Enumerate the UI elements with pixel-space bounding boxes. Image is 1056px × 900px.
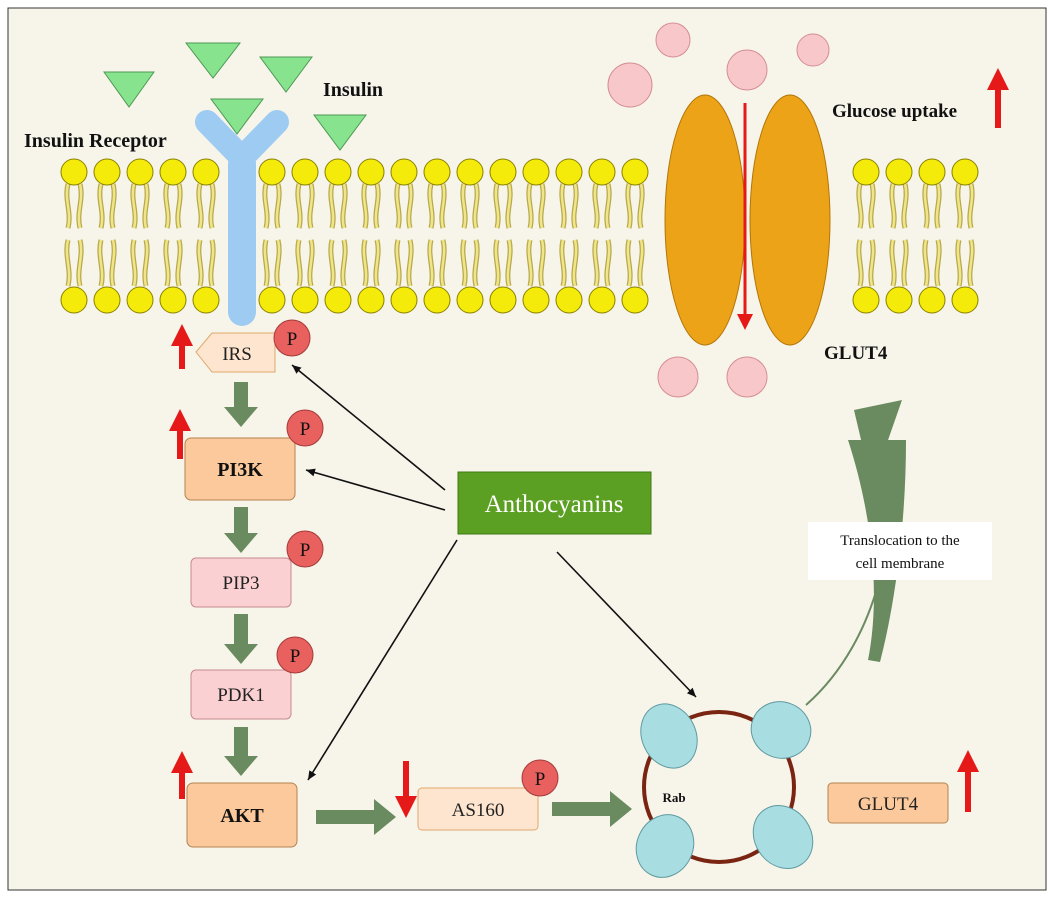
- insulin-molecule: [313, 114, 367, 151]
- pathway-arrows: [224, 382, 632, 835]
- pi3k-phospho: P: [286, 409, 324, 447]
- arrow-pi3k-to-pip3: [224, 507, 258, 553]
- glucose-molecule: [796, 33, 830, 67]
- glut4-vesicle-node: GLUT4: [827, 782, 949, 824]
- irs-up-arrow: [171, 324, 193, 369]
- phospholipid: [588, 158, 616, 314]
- insulin-receptor: [195, 110, 289, 326]
- phospholipid: [555, 158, 583, 314]
- pdk1-label: PDK1: [217, 685, 265, 706]
- pi3k-up-arrow: [169, 409, 191, 459]
- phospholipid: [489, 158, 517, 314]
- glucose-uptake-up-arrow: [987, 68, 1009, 128]
- phospholipid: [390, 158, 418, 314]
- phospholipid: [192, 158, 220, 314]
- anthocyanins-node: Anthocyanins: [457, 471, 652, 535]
- pip3-label: PIP3: [223, 573, 260, 594]
- phospholipid: [456, 158, 484, 314]
- phospholipid: [291, 158, 319, 314]
- rab-vesicle: Rab: [635, 701, 814, 878]
- irs-phospho-label: P: [287, 329, 298, 350]
- phospholipid: [324, 158, 352, 314]
- as160-phospho: P: [521, 759, 559, 797]
- pip3-phospho-label: P: [300, 540, 311, 561]
- phospholipid: [522, 158, 550, 314]
- glut4-channel: [664, 94, 831, 346]
- phospholipid: [159, 158, 187, 314]
- insulin-molecule: [184, 42, 242, 79]
- pi3k-node: PI3K: [184, 437, 296, 501]
- arrow-to-rab: [556, 551, 697, 698]
- insulin-molecules: [103, 42, 367, 151]
- arrow-pdk1-to-akt: [224, 727, 258, 776]
- insulin-molecule: [259, 56, 313, 93]
- translocation-label-box: [808, 522, 992, 580]
- arrow-pip3-to-pdk1: [224, 614, 258, 664]
- cell-membrane: [60, 158, 979, 314]
- glut4-vesicle-label: GLUT4: [858, 794, 919, 815]
- as160-label: AS160: [452, 800, 505, 821]
- insulin-receptor-label: Insulin Receptor: [24, 130, 167, 152]
- insulin-label: Insulin: [323, 79, 383, 101]
- arrow-as160-to-rab: [552, 791, 632, 827]
- glucose-molecule: [657, 356, 699, 398]
- glucose-uptake-label: Glucose uptake: [832, 101, 957, 122]
- phospholipid: [951, 158, 979, 314]
- pip3-node: PIP3: [190, 557, 292, 608]
- phospholipid: [852, 158, 880, 314]
- insulin-molecule: [103, 71, 155, 108]
- pip3-phospho: P: [286, 530, 324, 568]
- irs-node: IRS: [195, 332, 276, 373]
- akt-up-arrow: [171, 751, 193, 799]
- irs-label: IRS: [222, 344, 252, 365]
- anthocyanin-effect-arrows: [291, 364, 697, 781]
- phospholipid: [357, 158, 385, 314]
- phospholipid: [60, 158, 88, 314]
- translocation-label-line2: cell membrane: [856, 556, 945, 572]
- anthocyanins-label: Anthocyanins: [485, 491, 624, 518]
- irs-phospho: P: [273, 319, 311, 357]
- glut4-vesicle-up-arrow: [957, 750, 979, 812]
- arrow-akt-to-as160: [316, 799, 396, 835]
- glut4-membrane-label: GLUT4: [824, 343, 888, 364]
- vesicle-protein: [750, 701, 812, 759]
- arrow-to-irs: [291, 364, 446, 491]
- pi3k-label: PI3K: [217, 459, 263, 481]
- phospholipid: [423, 158, 451, 314]
- arrow-irs-to-pi3k: [224, 382, 258, 427]
- pdk1-node: PDK1: [190, 669, 292, 720]
- insulin-molecule: [210, 98, 264, 135]
- phospholipid: [885, 158, 913, 314]
- rab-label: Rab: [662, 790, 685, 805]
- glucose-molecules: [607, 22, 830, 398]
- arrow-to-akt: [307, 539, 458, 781]
- phospholipid: [93, 158, 121, 314]
- glucose-molecule: [726, 49, 768, 91]
- vesicle-protein: [752, 805, 814, 869]
- pdk1-phospho: P: [276, 636, 314, 674]
- arrow-to-pi3k: [305, 468, 446, 511]
- vesicle-protein: [640, 703, 698, 769]
- akt-label: AKT: [220, 805, 264, 827]
- phospholipid: [621, 158, 649, 314]
- as160-node: AS160: [417, 787, 539, 831]
- glucose-molecule: [607, 62, 653, 108]
- glucose-molecule: [655, 22, 691, 58]
- vesicle-protein: [635, 814, 695, 878]
- pdk1-phospho-label: P: [290, 646, 301, 667]
- as160-down-arrow: [395, 761, 417, 818]
- as160-phospho-label: P: [535, 769, 546, 790]
- phospholipid: [126, 158, 154, 314]
- phospholipid: [918, 158, 946, 314]
- glucose-molecule: [726, 356, 768, 398]
- akt-node: AKT: [186, 782, 298, 848]
- phospholipid: [258, 158, 286, 314]
- translocation-label-line1: Translocation to the: [840, 533, 960, 549]
- pi3k-phospho-label: P: [300, 419, 311, 440]
